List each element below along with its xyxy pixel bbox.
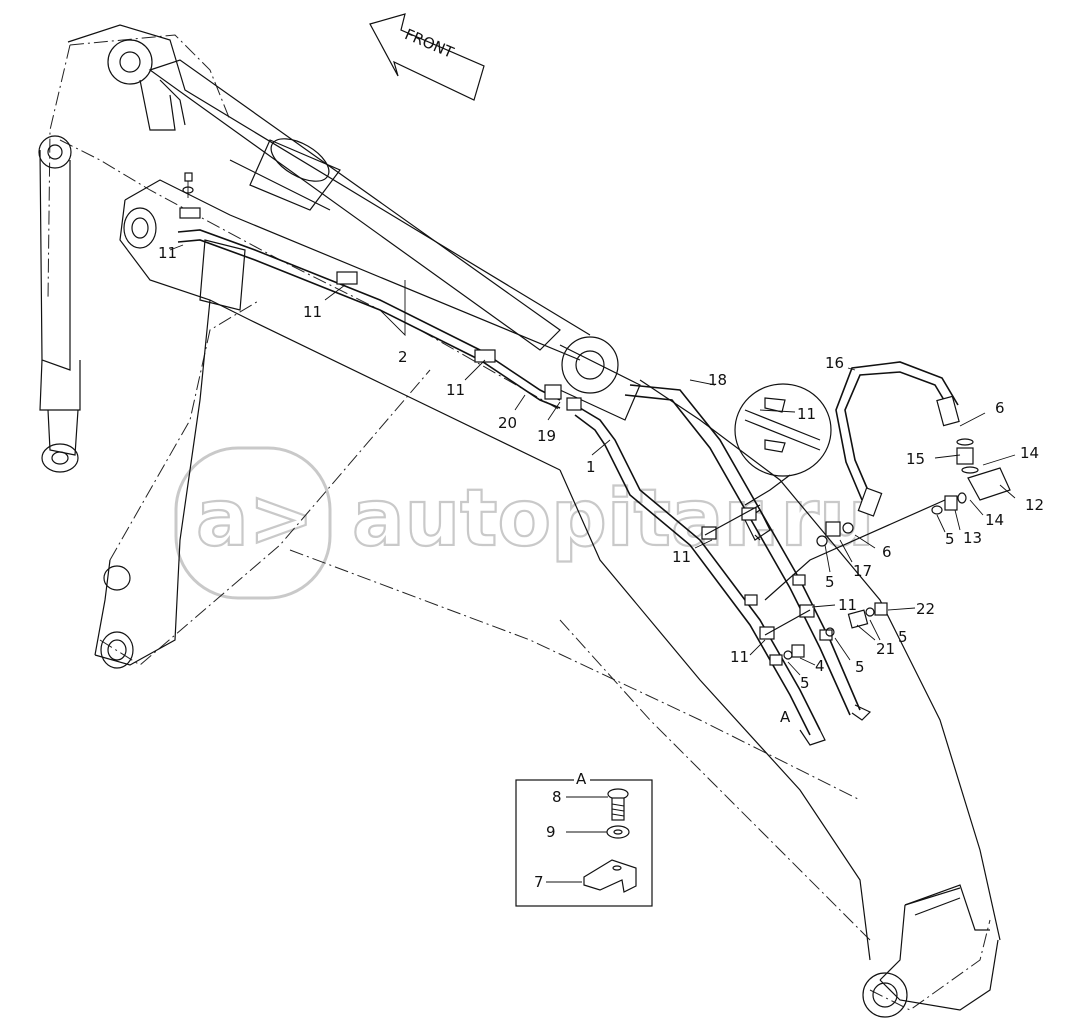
watermark-logo-text: a> [196,474,314,564]
callout-21: 21 [876,640,895,658]
callout-labels: 1 2 4 5 5 5 5 5 6 6 11 11 11 11 11 11 11… [158,244,1044,726]
callout-22: 22 [916,600,935,618]
callout-6-a: 6 [995,399,1005,417]
clamps [179,207,833,666]
boom-centerlines [47,34,991,1011]
detail-a-title: A [576,770,587,788]
watermark-text: autopitar.ru [352,474,875,564]
front-label: FRONT [402,25,457,62]
callout-18: 18 [708,371,727,389]
callout-11-b: 11 [303,303,322,321]
clamp-plate-icon [583,859,637,893]
callout-6-b: 6 [882,543,892,561]
callout-11-g: 11 [730,648,749,666]
front-direction-arrow: FRONT [369,13,485,101]
callout-15: 15 [906,450,925,468]
callout-11-f: 11 [838,596,857,614]
arm-cylinder [148,59,641,421]
callout-14-b: 14 [985,511,1004,529]
callout-5-b: 5 [945,530,955,548]
detail-a-box: A 8 9 7 [515,770,653,907]
callout-11-c: 11 [446,381,465,399]
callout-4: 4 [815,657,825,675]
boom [67,24,1001,1018]
callout-17: 17 [853,562,872,580]
callout-11-e: 11 [672,548,691,566]
callout-11-d: 11 [797,405,816,423]
boom-cylinder [38,135,81,473]
bolt-icon [607,788,629,821]
callout-19: 19 [537,427,556,445]
callout-1: 1 [586,458,596,476]
detail-callout-9: 9 [546,823,556,841]
detail-callout-8: 8 [552,788,562,806]
watermark: a> autopitar.ru [174,446,876,600]
leader-lines [169,178,1016,676]
callout-5-e: 5 [800,674,810,692]
washer-icon [606,825,630,839]
callout-5-c: 5 [898,628,908,646]
callout-14-a: 14 [1020,444,1039,462]
callout-20: 20 [498,414,517,432]
callout-11-a: 11 [158,244,177,262]
callout-A: A [780,708,791,726]
bolt-top [182,172,194,194]
callout-16: 16 [825,354,844,372]
callout-5-d: 5 [855,658,865,676]
callout-12: 12 [1025,496,1044,514]
callout-2: 2 [398,348,408,366]
callout-5-a: 5 [825,573,835,591]
detail-callout-7: 7 [534,873,544,891]
callout-13: 13 [963,529,982,547]
hose-assembly [783,361,1011,660]
detail-circle [734,383,832,506]
